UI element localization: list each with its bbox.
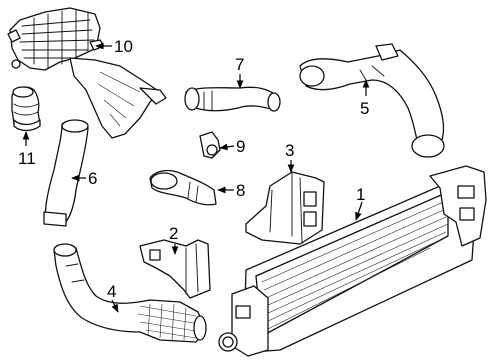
callout-labels: 1 2 3 4 5 6 7 8 9 10 11	[18, 37, 369, 301]
part-3-bracket[interactable]	[245, 171, 325, 245]
part-5-pipe[interactable]	[299, 43, 445, 158]
leader-4	[111, 299, 119, 313]
part-11-elbow-hose[interactable]	[11, 86, 41, 132]
callout-11: 11	[18, 149, 36, 168]
callout-7: 7	[235, 55, 244, 74]
callout-1: 1	[356, 185, 365, 204]
part-7-hose[interactable]	[184, 86, 281, 112]
callout-4: 4	[107, 282, 116, 301]
callout-3: 3	[285, 141, 294, 160]
callout-10: 10	[114, 37, 133, 56]
callout-9: 9	[236, 137, 245, 156]
leader-9	[219, 143, 235, 151]
part-8-hose[interactable]	[149, 169, 217, 206]
part-1-intercooler[interactable]	[218, 165, 487, 357]
callout-2: 2	[169, 224, 178, 243]
part-4-pipe[interactable]	[53, 243, 207, 343]
part-9-fitting[interactable]	[199, 131, 221, 159]
part-2-bracket[interactable]	[139, 239, 211, 299]
callout-8: 8	[236, 181, 245, 200]
part-10-intake-duct[interactable]	[7, 7, 167, 139]
callout-6: 6	[88, 169, 97, 188]
part-6-hose[interactable]	[43, 119, 89, 227]
callout-5: 5	[360, 99, 369, 118]
callout-leaders	[22, 42, 370, 313]
leader-1	[355, 201, 363, 221]
